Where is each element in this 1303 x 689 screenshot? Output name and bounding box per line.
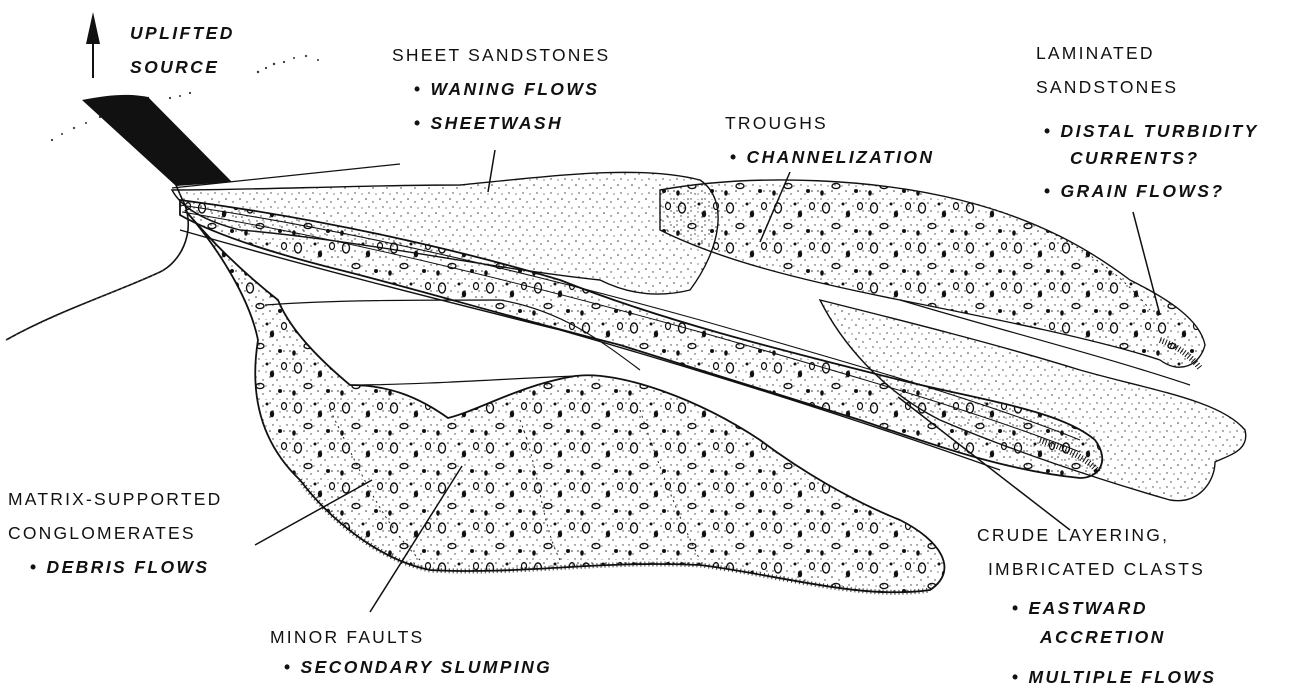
label-channelization: CHANNELIZATION	[730, 146, 934, 169]
label-grain-flows: GRAIN FLOWS?	[1044, 180, 1224, 203]
label-accretion: ACCRETION	[1040, 626, 1166, 649]
label-waning-flows: WANING FLOWS	[414, 78, 599, 101]
label-imbricated-clasts: IMBRICATED CLASTS	[988, 558, 1205, 581]
label-minor-faults: MINOR FAULTS	[270, 626, 424, 649]
north-arrow-icon	[86, 12, 100, 78]
label-source: SOURCE	[130, 56, 219, 79]
label-crude-layering: CRUDE LAYERING,	[977, 524, 1169, 547]
label-secondary-slumping: SECONDARY SLUMPING	[284, 656, 552, 679]
label-laminated: LAMINATED	[1036, 42, 1155, 65]
label-distal-turbidity: DISTAL TURBIDITY	[1044, 120, 1259, 143]
label-matrix-supported: MATRIX-SUPPORTED	[8, 488, 222, 511]
label-sandstones: SANDSTONES	[1036, 76, 1178, 99]
label-troughs: TROUGHS	[725, 112, 828, 135]
label-sheetwash: SHEETWASH	[414, 112, 563, 135]
label-eastward: EASTWARD	[1012, 597, 1148, 620]
label-sheet-sandstones: SHEET SANDSTONES	[392, 44, 610, 67]
label-currents: CURRENTS?	[1070, 147, 1200, 170]
label-multiple-flows: MULTIPLE FLOWS	[1012, 666, 1216, 689]
label-debris-flows: DEBRIS FLOWS	[30, 556, 210, 579]
label-uplifted: UPLIFTED	[130, 22, 235, 45]
label-conglomerates: CONGLOMERATES	[8, 522, 196, 545]
